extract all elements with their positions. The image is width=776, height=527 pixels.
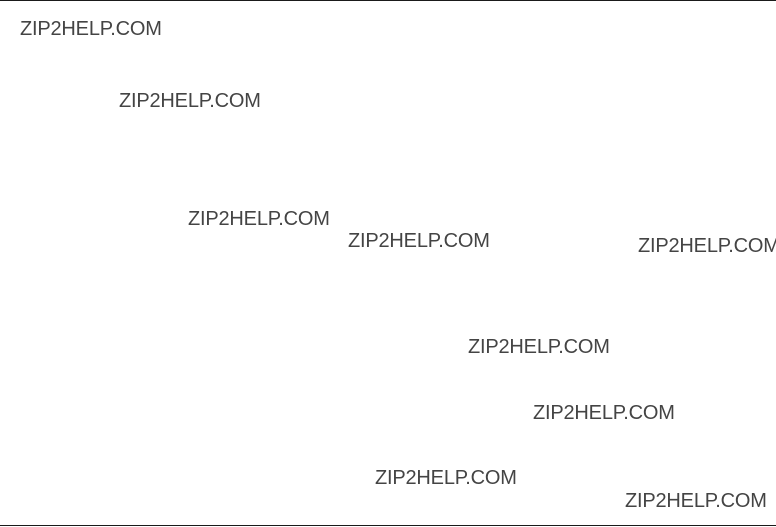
watermark-text: ZIP2HELP.COM	[119, 90, 261, 112]
watermark-text: ZIP2HELP.COM	[375, 467, 517, 489]
watermark-text: ZIP2HELP.COM	[348, 230, 490, 252]
watermark-text: ZIP2HELP.COM	[533, 402, 675, 424]
watermark-text: ZIP2HELP.COM	[20, 18, 162, 40]
watermark-text: ZIP2HELP.COM	[638, 235, 776, 257]
watermark-text: ZIP2HELP.COM	[468, 336, 610, 358]
bottom-divider	[0, 525, 776, 526]
watermark-text: ZIP2HELP.COM	[188, 208, 330, 230]
watermark-text: ZIP2HELP.COM	[625, 490, 767, 512]
top-divider	[0, 0, 776, 1]
